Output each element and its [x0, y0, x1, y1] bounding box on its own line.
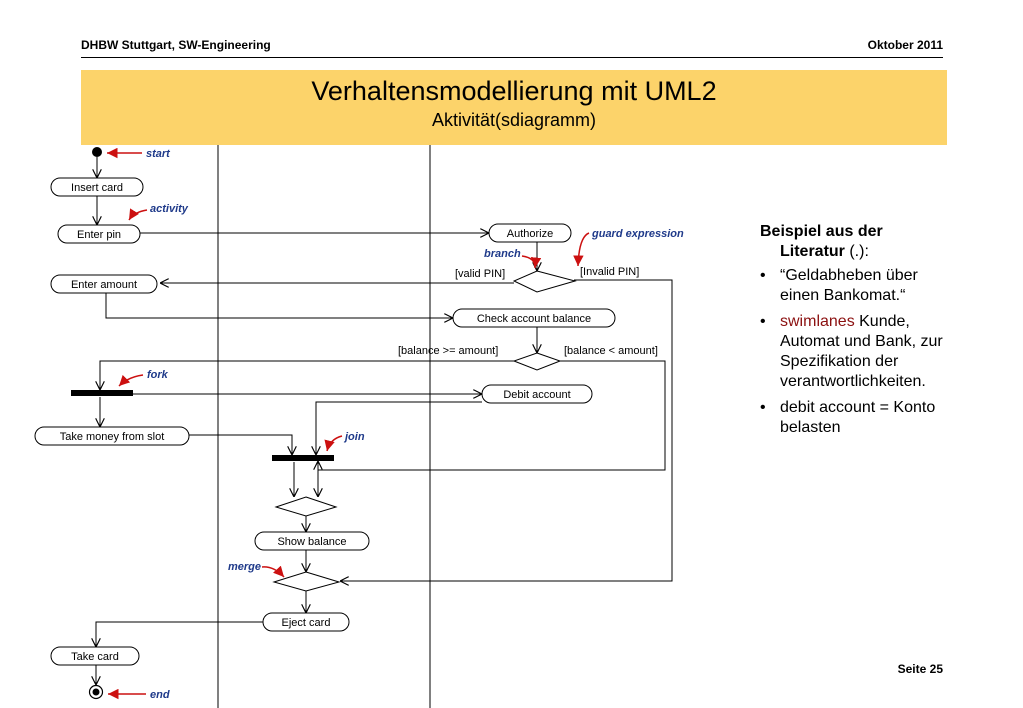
red-arrow-branch [521, 255, 542, 269]
activity-take-card: Take card [50, 646, 140, 666]
svg-text:Insert card: Insert card [71, 182, 123, 194]
red-arrow-join [324, 435, 343, 452]
slide-title: Verhaltensmodellierung mit UML2 [311, 76, 717, 106]
title-band: Verhaltensmodellierung mit UML2 Aktivitä… [81, 70, 947, 145]
note-merge: merge [228, 561, 261, 573]
activity-show-balance: Show balance [254, 531, 370, 551]
edge-ge-fork [100, 360, 514, 390]
red-arrow-merge [261, 565, 285, 578]
decision-balance [512, 352, 562, 371]
activity-insert-card: Insert card [50, 177, 144, 197]
note-guard-expression: guard expression [591, 228, 684, 240]
svg-text:Take money from slot: Take money from slot [60, 431, 165, 443]
note-branch: branch [484, 248, 521, 260]
slide-subtitle: Aktivität(sdiagramm) [431, 110, 597, 130]
edge-enteramount-check [105, 292, 453, 318]
bullet-marker: • [760, 313, 766, 330]
merge-node [272, 571, 341, 592]
edge-lt-join [318, 360, 666, 471]
note-join: join [343, 431, 365, 443]
sidebar-bullet-2-term: swimlanes [780, 313, 855, 330]
activity-enter-pin: Enter pin [57, 224, 141, 244]
edge-takemoney-join [188, 434, 292, 455]
sidebar-lead-rest: (.): [844, 243, 869, 260]
header-divider [81, 57, 943, 58]
note-activity: activity [150, 203, 189, 215]
red-arrow-activity [128, 208, 148, 221]
activity-debit-account: Debit account [481, 384, 593, 404]
sidebar-bullet-list: • “Geldabheben über einen Bankomat.“ • swi… [760, 266, 960, 438]
fork-bar [71, 390, 133, 396]
svg-text:Check account balance: Check account balance [477, 313, 591, 325]
guard-invalid-pin: [Invalid PIN] [580, 266, 639, 278]
activity-authorize: Authorize [488, 223, 572, 243]
guard-balance-lt: [balance < amount] [564, 345, 658, 357]
header-date: Oktober 2011 [867, 38, 943, 52]
note-start: start [146, 148, 171, 160]
title-band-cutout [686, 145, 947, 151]
sidebar-lead-line2: Literatur (.): [760, 243, 869, 260]
header-course: DHBW Stuttgart, SW-Engineering [81, 38, 271, 52]
page-number: Seite 25 [897, 662, 943, 676]
initial-node [92, 147, 102, 157]
edge-invalid-merge [340, 279, 673, 581]
sidebar-bullet-1: • “Geldabheben über einen Bankomat.“ [760, 266, 960, 306]
sidebar-bullet-2-text: Kunde, Automat und Bank, zur Spezifikati… [780, 313, 943, 390]
svg-text:Show balance: Show balance [277, 536, 346, 548]
note-end: end [150, 689, 170, 701]
svg-text:Enter amount: Enter amount [71, 279, 137, 291]
activity-check-account-balance: Check account balance [452, 308, 616, 328]
activity-eject-card: Eject card [262, 612, 350, 632]
bullet-marker: • [760, 399, 766, 416]
red-arrow-guard [573, 232, 590, 267]
svg-text:Authorize: Authorize [507, 228, 553, 240]
bullet-marker: • [760, 267, 766, 284]
sidebar-lead-line1: Beispiel aus der [760, 223, 883, 240]
note-fork: fork [147, 369, 169, 381]
edge-debit-join [316, 401, 482, 455]
sidebar-bullet-1-text: “Geldabheben über einen Bankomat.“ [780, 267, 918, 304]
sidebar-bullet-3-text: debit account = Konto belasten [780, 399, 936, 436]
red-arrow-fork [118, 374, 144, 387]
edge-eject-takecard [96, 621, 263, 647]
svg-text:Debit account: Debit account [503, 389, 570, 401]
activity-enter-amount: Enter amount [50, 274, 158, 294]
decision-after-join [274, 496, 338, 517]
final-node [88, 684, 104, 700]
sidebar-lead: Beispiel aus der Literatur (.): [760, 222, 960, 262]
svg-text:Take card: Take card [71, 651, 119, 663]
svg-text:Enter pin: Enter pin [77, 229, 121, 241]
guard-valid-pin: [valid PIN] [455, 268, 505, 280]
guard-balance-ge: [balance >= amount] [398, 345, 498, 357]
sidebar-lead-bold: Literatur [780, 243, 845, 260]
sidebar-bullet-3: • debit account = Konto belasten [760, 398, 960, 438]
activity-take-money: Take money from slot [34, 426, 190, 446]
sidebar-notes: Beispiel aus der Literatur (.): • “Geldab… [760, 222, 960, 444]
join-bar [272, 455, 334, 461]
sidebar-bullet-2: • swimlanes Kunde, Automat und Bank, zur … [760, 312, 960, 392]
svg-text:Eject card: Eject card [282, 617, 331, 629]
decision-pin [512, 270, 577, 293]
